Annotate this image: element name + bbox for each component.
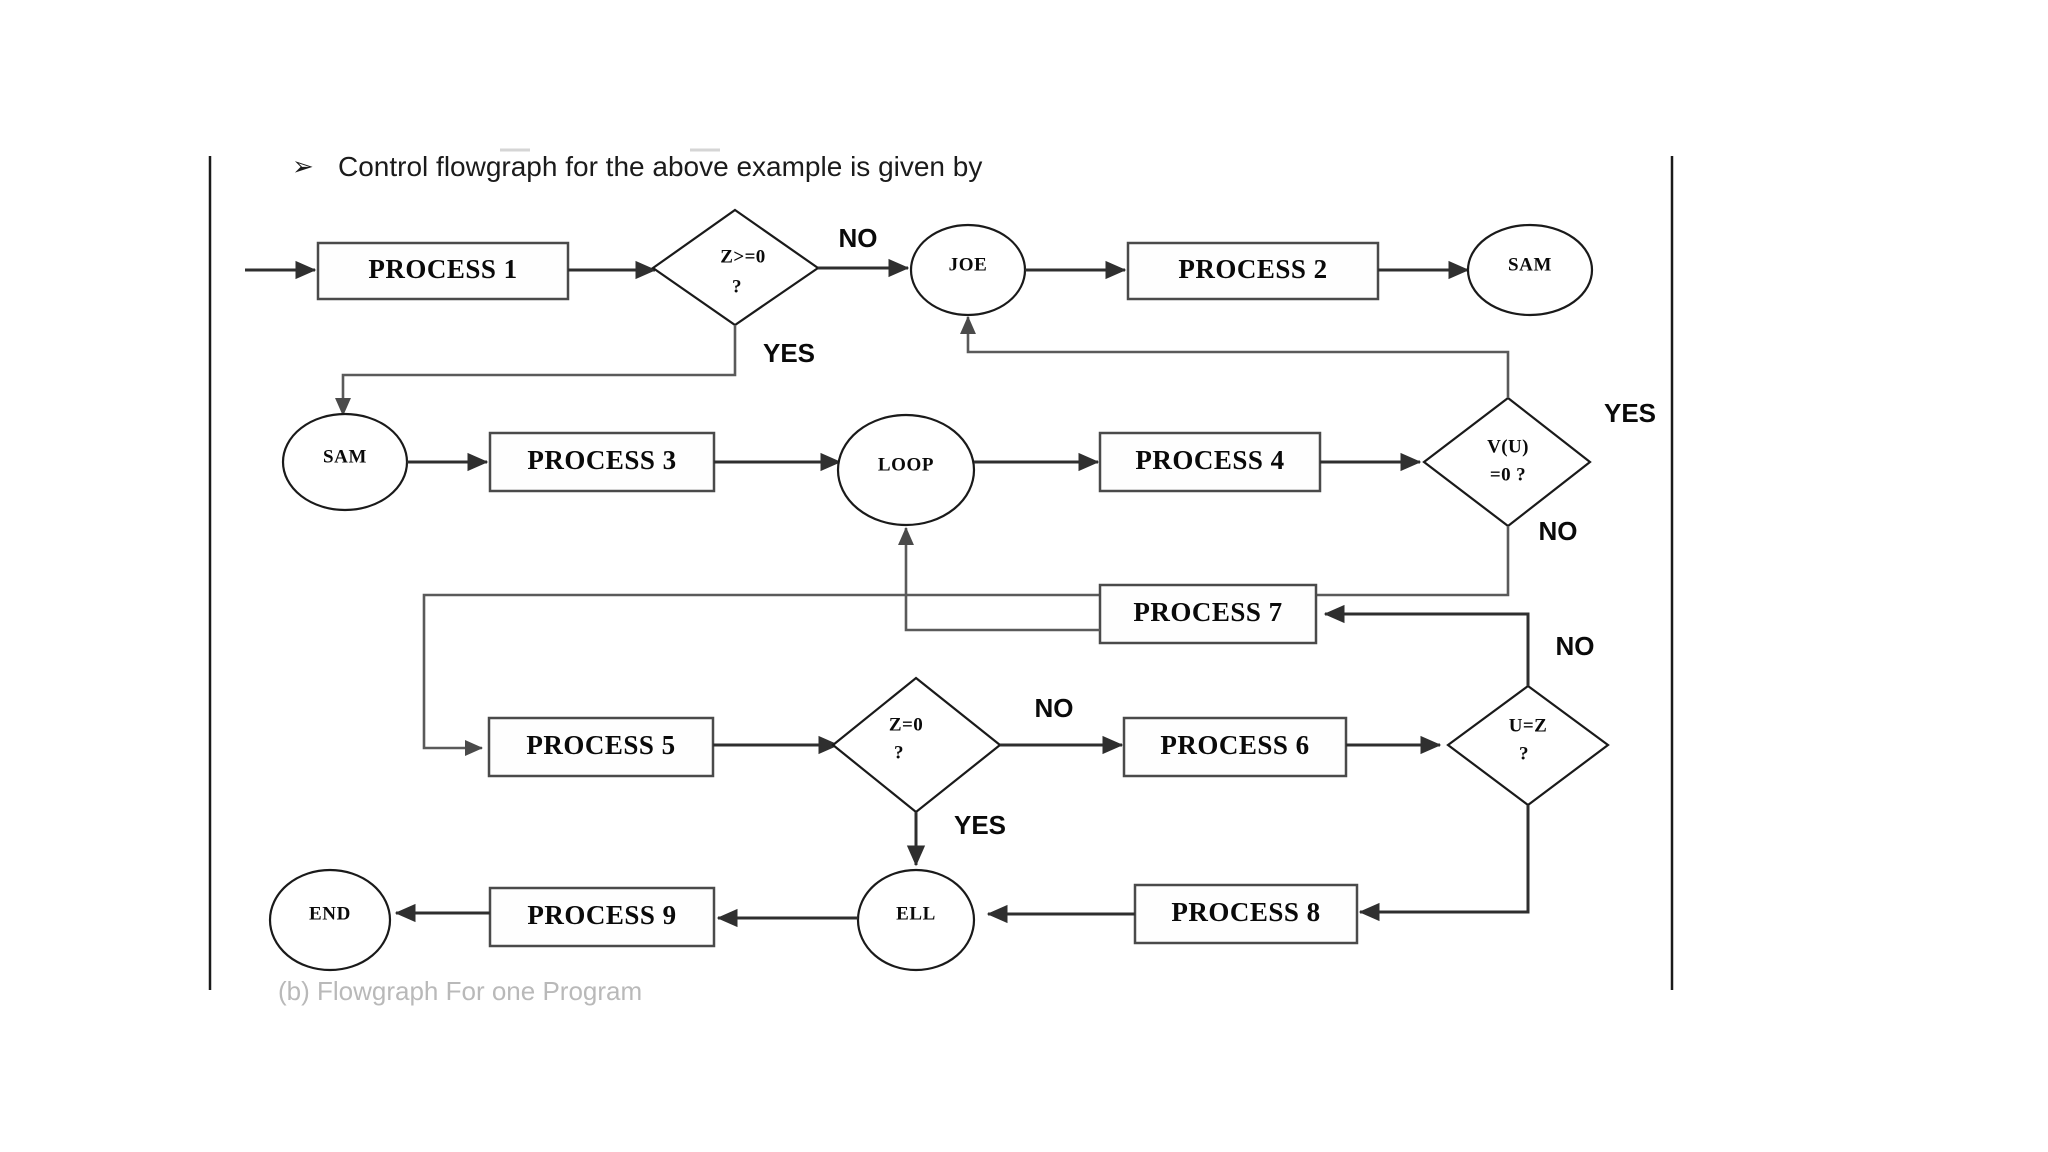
node-process-2-label: PROCESS 2	[1178, 254, 1327, 284]
node-decision-z-ge-0-line1: Z>=0	[720, 246, 765, 267]
node-decision-z-eq-0-line1: Z=0	[889, 714, 923, 735]
edge-decision2-yes-to-joe	[959, 315, 1510, 398]
node-decision-vu-line2: =0 ?	[1490, 464, 1526, 485]
node-process-7[interactable]: PROCESS 7	[1098, 583, 1318, 645]
node-process-4-label: PROCESS 4	[1135, 445, 1284, 475]
node-decision-u-eq-z-line2: ?	[1519, 743, 1529, 764]
node-process-8[interactable]: PROCESS 8	[1133, 883, 1359, 945]
footer-clipped-caption: (b) Flowgraph For one Program	[278, 976, 642, 1006]
branch-label-decision3-yes: YES	[954, 810, 1006, 840]
edge-decision1-yes-to-sam	[334, 325, 737, 417]
node-decision-z-ge-0-line2: ?	[732, 276, 742, 297]
node-process-3[interactable]: PROCESS 3	[488, 431, 716, 493]
node-process-5[interactable]: PROCESS 5	[487, 716, 715, 778]
node-process-8-label: PROCESS 8	[1171, 897, 1320, 927]
node-decision-z-eq-0[interactable]: Z=0 ?	[831, 676, 1002, 814]
node-decision-z-ge-0[interactable]: Z>=0 ?	[651, 208, 820, 327]
node-end-label: END	[309, 903, 351, 924]
node-decision-u-eq-z-line1: U=Z	[1509, 715, 1547, 736]
branch-label-decision4-no: NO	[1556, 631, 1595, 661]
branch-label-decision2-no: NO	[1539, 516, 1578, 546]
page-title: Control flowgraph for the above example …	[338, 151, 983, 182]
node-joe[interactable]: JOE	[909, 223, 1027, 317]
edge-process7-to-loop	[897, 526, 1100, 632]
node-process-2[interactable]: PROCESS 2	[1126, 241, 1380, 301]
node-process-9-label: PROCESS 9	[527, 900, 676, 930]
node-end[interactable]: END	[268, 868, 392, 972]
node-decision-z-eq-0-line2: ?	[894, 742, 904, 763]
node-process-9[interactable]: PROCESS 9	[488, 886, 716, 948]
node-sam-left[interactable]: SAM	[281, 412, 409, 512]
node-process-6[interactable]: PROCESS 6	[1122, 716, 1348, 778]
node-decision-u-eq-z[interactable]: U=Z ?	[1446, 684, 1610, 807]
bullet-arrow-icon: ➢	[292, 152, 314, 182]
node-process-1[interactable]: PROCESS 1	[316, 241, 570, 301]
branch-label-decision3-no: NO	[1035, 693, 1074, 723]
branch-label-decision1-yes: YES	[763, 338, 815, 368]
node-loop-label: LOOP	[878, 454, 934, 475]
node-loop[interactable]: LOOP	[836, 413, 976, 527]
node-joe-label: JOE	[949, 254, 988, 275]
edge-decision4-no-to-process7	[1323, 604, 1530, 686]
node-sam-top[interactable]: SAM	[1466, 223, 1594, 317]
node-process-4[interactable]: PROCESS 4	[1098, 431, 1322, 493]
node-decision-vu-eq-0[interactable]: V(U) =0 ?	[1422, 396, 1592, 528]
node-process-7-label: PROCESS 7	[1133, 597, 1282, 627]
node-process-3-label: PROCESS 3	[527, 445, 676, 475]
node-process-5-label: PROCESS 5	[526, 730, 675, 760]
edge-decision2-no-to-process5	[422, 526, 1510, 757]
node-process-6-label: PROCESS 6	[1160, 730, 1309, 760]
node-ell-label: ELL	[896, 903, 936, 924]
node-sam-top-label: SAM	[1508, 254, 1552, 275]
node-process-1-label: PROCESS 1	[368, 254, 517, 284]
node-sam-left-label: SAM	[323, 446, 367, 467]
node-decision-vu-line1: V(U)	[1487, 436, 1529, 457]
branch-label-decision2-yes: YES	[1604, 398, 1656, 428]
branch-label-decision1-no: NO	[839, 223, 878, 253]
node-ell[interactable]: ELL	[856, 868, 976, 972]
edge-decision4-to-process8	[1358, 805, 1530, 922]
